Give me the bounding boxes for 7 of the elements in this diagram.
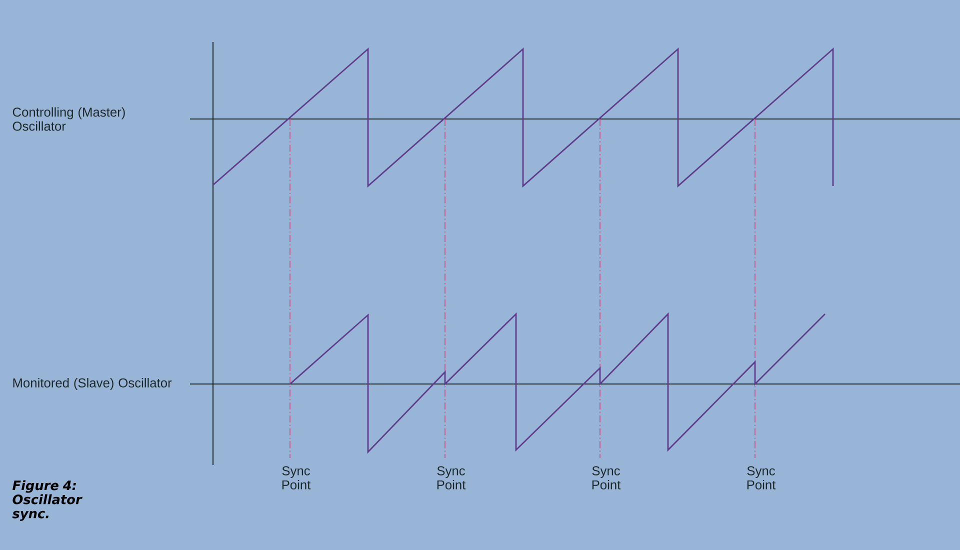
sync-point-label: Sync Point	[282, 466, 311, 490]
sync-point-label: Sync Point	[747, 466, 776, 490]
sync-point-label: Sync Point	[592, 466, 621, 490]
oscillator-label: Controlling (Master) Oscillator	[12, 107, 125, 131]
sync-point-label: Sync Point	[437, 466, 466, 490]
figure-caption: Figure 4: Oscillator sync.	[12, 480, 82, 521]
oscillator-label: Monitored (Slave) Oscillator	[13, 378, 172, 390]
